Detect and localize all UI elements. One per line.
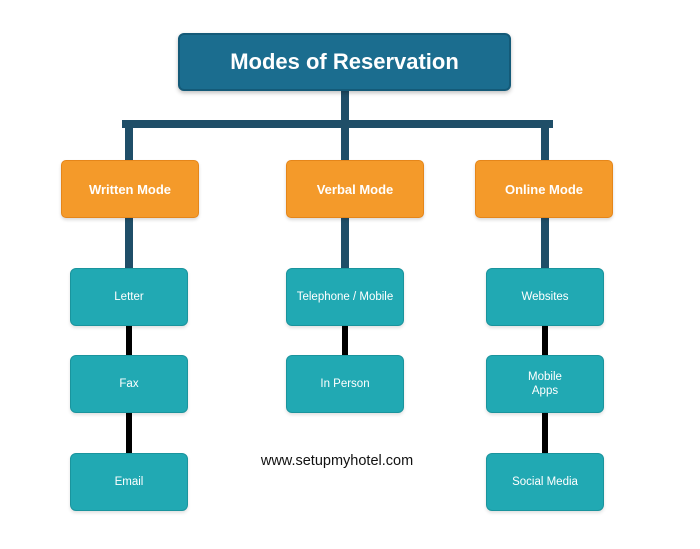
leaf-mobile-apps: Mobile Apps — [486, 355, 604, 413]
leaf-email: Email — [70, 453, 188, 511]
leaf-social-media: Social Media — [486, 453, 604, 511]
root-node: Modes of Reservation — [178, 33, 511, 91]
category-written-mode: Written Mode — [61, 160, 199, 218]
leaf-websites: Websites — [486, 268, 604, 326]
category-verbal-mode: Verbal Mode — [286, 160, 424, 218]
leaf-in-person: In Person — [286, 355, 404, 413]
leaf-telephone-mobile: Telephone / Mobile — [286, 268, 404, 326]
category-online-mode: Online Mode — [475, 160, 613, 218]
website-watermark: www.setupmyhotel.com — [260, 453, 414, 469]
leaf-letter: Letter — [70, 268, 188, 326]
leaf-fax: Fax — [70, 355, 188, 413]
